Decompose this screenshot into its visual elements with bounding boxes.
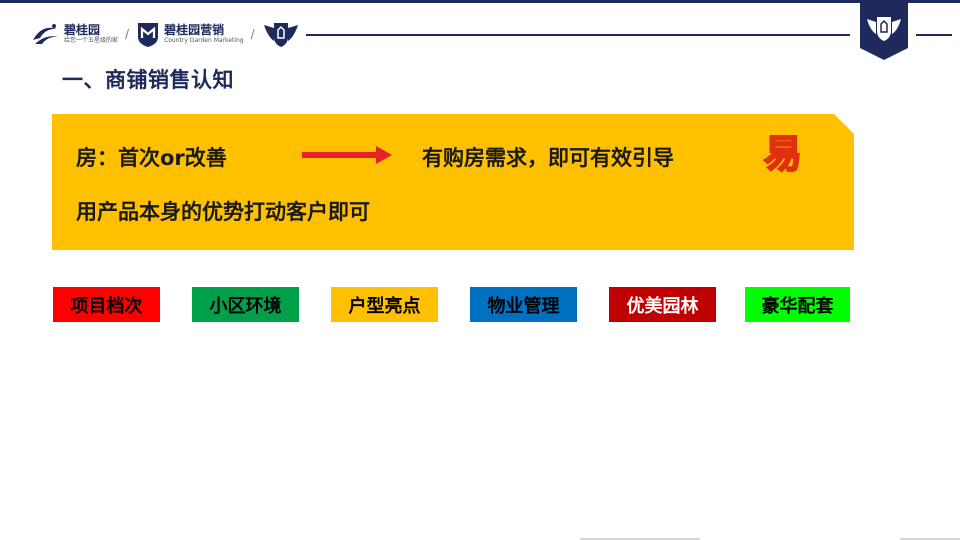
logo1-name: 碧桂园: [64, 22, 101, 37]
tag-luxury-facilities: 豪华配套: [745, 287, 850, 322]
marketing-logo: 碧桂园营销 Country Garden Marketing: [136, 20, 244, 48]
easy-badge: 易: [763, 131, 803, 177]
banner-background: [52, 114, 854, 250]
winged-shield-icon: [263, 23, 298, 47]
country-garden-logo: 碧桂园 给您一个五星级的家: [30, 20, 118, 48]
tag-property-management: 物业管理: [470, 287, 577, 322]
logo2-name: 碧桂园营销: [164, 22, 225, 37]
logo-separator: /: [250, 27, 255, 41]
banner-line2: 用产品本身的优势打动客户即可: [76, 200, 370, 224]
banner-line1-right: 有购房需求，即可有效引导: [422, 146, 674, 170]
logo2-tagline: Country Garden Marketing: [164, 36, 244, 44]
logo-separator: /: [125, 27, 130, 41]
country-garden-swirl-icon: [33, 24, 58, 44]
shield-m-icon: [138, 23, 159, 47]
right-arrow-icon: [302, 146, 392, 164]
bottom-decoration: [580, 538, 960, 540]
header-logos: 碧桂园 给您一个五星级的家 / 碧桂园营销 Country Garden Mar…: [30, 16, 300, 52]
banner-line1-left: 房：首次or改善: [76, 146, 227, 170]
header-rule-right: [916, 34, 952, 36]
tag-community-environment: 小区环境: [192, 287, 299, 322]
highlight-banner: 房：首次or改善 有购房需求，即可有效引导 易 用产品本身的优势打动客户即可: [52, 114, 854, 250]
tag-project-grade: 项目档次: [53, 287, 160, 322]
page-title: 一、商铺销售认知: [62, 68, 234, 92]
header-rule-left: [306, 34, 850, 36]
emblem-tab: [860, 2, 908, 60]
tag-beautiful-gardens: 优美园林: [609, 287, 716, 322]
tag-unit-highlights: 户型亮点: [331, 287, 438, 322]
winged-shield-icon: [867, 17, 901, 41]
logo1-tagline: 给您一个五星级的家: [64, 36, 119, 44]
top-strip: [0, 0, 960, 3]
